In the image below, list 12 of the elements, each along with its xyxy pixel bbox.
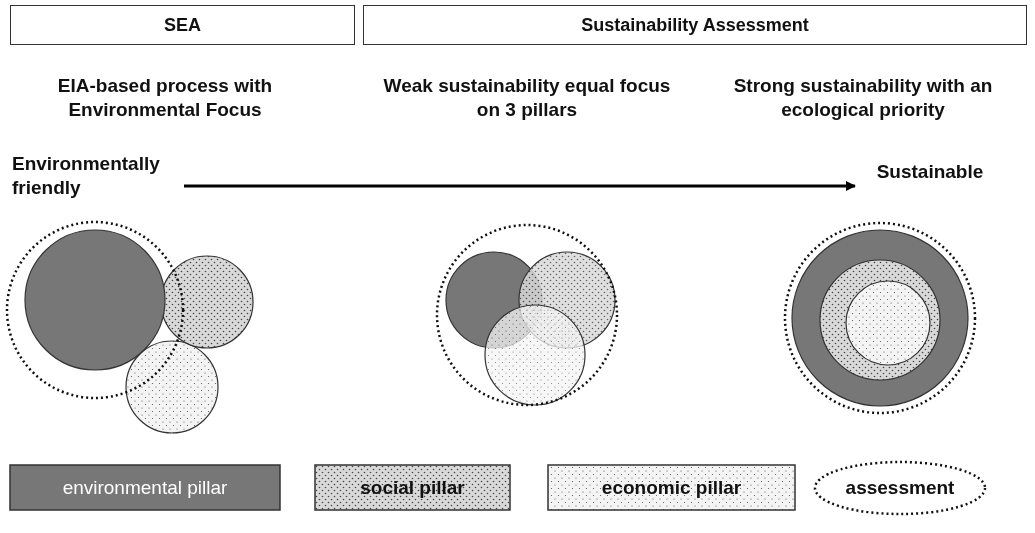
header-box: SEA (10, 5, 355, 45)
approach-label: EIA-based process with Environmental Focus (56, 74, 274, 122)
legend-text: environmental pillar (62, 476, 228, 499)
approach-label: Strong sustainability with an ecological priority (732, 74, 994, 122)
axis-end-label: Sustainable (855, 160, 1005, 186)
arrow (184, 181, 856, 191)
legend-text: economic pillar (601, 476, 742, 499)
legend-text: assessment (845, 477, 955, 499)
legend-text: social pillar (360, 476, 465, 499)
header-box: Sustainability Assessment (363, 5, 1027, 45)
axis-start-label: Environmentally friendly (12, 152, 184, 202)
approach-label: Weak sustainability equal focus on 3 pillars (382, 74, 672, 122)
